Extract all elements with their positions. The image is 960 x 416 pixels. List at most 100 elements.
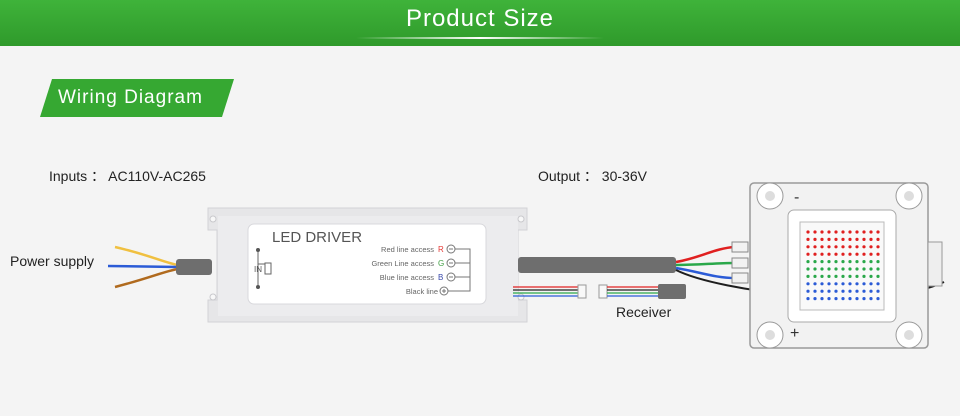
input-wire-blue [107,264,179,269]
led-chip-dot [813,274,817,278]
in-label: IN [254,265,262,274]
green-line-label: Green Line access [371,259,434,268]
section-badge-label: Wiring Diagram [58,87,203,108]
led-chip-dot [848,260,852,264]
led-chip-dot [834,237,838,241]
in-terminal-dot [256,248,260,252]
output-label: Output ： 30-36V [538,168,647,184]
led-pin-connector [731,257,749,269]
section-badge [40,79,234,117]
led-chip-dot [876,245,880,249]
led-chip-dot [820,252,824,256]
led-chip-dot [827,282,831,286]
led-pin-connector [731,241,749,253]
led-chip-dot [841,245,845,249]
led-chip-dot [834,252,838,256]
led-chip-dot [855,297,859,301]
led-chip-dot [841,230,845,234]
led-chip-dot [855,245,859,249]
led-chip-dot [848,289,852,293]
led-chip-dot [855,230,859,234]
led-chip-dot [834,245,838,249]
power-supply-label: Power supply [10,253,95,269]
led-chip-dot [806,282,810,286]
led-chip-dot [876,267,880,271]
led-chip-dot [834,282,838,286]
led-chip-dot [820,282,824,286]
led-chip-dot [862,289,866,293]
driver-label-panel [247,223,487,305]
led-chip-dot [820,289,824,293]
blue-line-letter: B [438,273,443,282]
led-chip-dot [869,252,873,256]
led-chip-dot [876,252,880,256]
led-chip-dot [820,274,824,278]
output-wire-blue [675,266,736,280]
led-chip-dot [869,297,873,301]
mount-hole [209,215,217,223]
led-chip-dot [855,260,859,264]
led-chip-dot [848,230,852,234]
led-chip-dot [820,267,824,271]
led-chip-dot [869,282,873,286]
output-wire-red [675,245,736,264]
led-chip-dot [876,297,880,301]
led-chip-dot [848,245,852,249]
led-chip-dot [862,252,866,256]
led-chip-dot [827,252,831,256]
led-chip-dot [855,274,859,278]
led-chip-dot [813,282,817,286]
output-cable [518,257,676,273]
led-chip-dot [827,260,831,264]
driver-title: LED DRIVER [272,229,362,246]
receiver-ribbon [513,284,686,299]
black-line-label: Black line [406,287,438,296]
red-line-label: Red line access [381,245,434,254]
led-chip-grid [806,230,880,301]
led-chip-dot [855,237,859,241]
inputs-label: Inputs ： AC110V-AC265 [49,168,206,184]
led-module [749,182,943,349]
led-chip-dot [813,267,817,271]
led-chip-dot [827,230,831,234]
led-plus-symbol: + [790,325,799,342]
led-chip-dot [869,260,873,264]
led-chip-dot [820,237,824,241]
led-chip-dot [862,274,866,278]
led-chip-dot [876,274,880,278]
blue-line-label: Blue line access [380,273,434,282]
led-chip-dot [869,267,873,271]
led-chip-dot [841,252,845,256]
led-chip-dot [855,289,859,293]
led-chip-dot [834,267,838,271]
led-chip-dot [848,267,852,271]
page-title: Product Size [405,5,555,32]
led-chip-dot [806,274,810,278]
led-chip-dot [806,245,810,249]
input-cable [176,259,212,275]
led-chip-dot [834,260,838,264]
led-chip-dot [855,252,859,256]
led-chip-dot [827,289,831,293]
led-chip-dot [841,274,845,278]
led-pin-connector [731,272,749,284]
led-chip-dot [848,274,852,278]
led-chip-dot [862,282,866,286]
led-chip-dot [827,297,831,301]
led-chip-dot [862,267,866,271]
led-chip-dot [869,289,873,293]
led-chip-dot [834,289,838,293]
led-chip-dot [806,252,810,256]
in-connector-box [264,262,272,275]
input-wire-brown [114,267,179,289]
led-chip-dot [820,230,824,234]
led-chip-dot [841,260,845,264]
red-line-letter: R [438,245,444,254]
mount-hole [209,293,217,301]
led-chip-dot [862,230,866,234]
led-chip-dot [820,260,824,264]
led-chip-dot [813,297,817,301]
led-chip-dot [806,267,810,271]
led-chip-dot [855,267,859,271]
